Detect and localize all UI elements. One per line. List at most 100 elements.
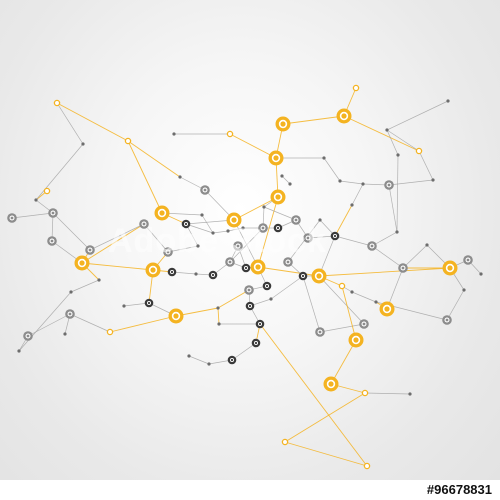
connection-line (233, 196, 279, 221)
accent-node-core (447, 265, 453, 271)
dark-node-core (211, 273, 215, 277)
connection-line (212, 230, 229, 234)
small-accent-node (43, 187, 51, 195)
connection-line (263, 206, 297, 221)
connection-line (52, 212, 91, 251)
small-node (269, 297, 273, 301)
dark-node-core (333, 234, 337, 238)
connection-line (282, 115, 345, 125)
connection-line (217, 289, 250, 309)
connection-line (227, 227, 244, 232)
accent-node-core (384, 306, 390, 312)
accent-node-core (255, 264, 261, 270)
connection-line (343, 115, 420, 152)
accent-node-core (173, 313, 179, 319)
connection-line (70, 279, 100, 293)
connection-line (143, 223, 169, 253)
small-node (17, 349, 21, 353)
small-node (81, 142, 85, 146)
grey-node-core (362, 322, 366, 326)
small-accent-node (361, 389, 369, 397)
connection-line (231, 342, 257, 361)
connection-line (396, 154, 399, 233)
connection-line (127, 140, 163, 214)
small-node (350, 203, 354, 207)
connection-line (319, 323, 365, 333)
grey-node-core (247, 288, 251, 292)
connection-line (330, 339, 357, 385)
small-accent-node (352, 84, 360, 92)
connection-line (281, 175, 291, 185)
small-node (462, 288, 466, 292)
small-node (408, 392, 412, 396)
grey-node-core (50, 239, 54, 243)
connection-line (35, 143, 84, 201)
connection-line (284, 441, 368, 467)
connection-line (446, 289, 465, 321)
small-node (374, 300, 378, 304)
small-node (338, 179, 342, 183)
connection-line (351, 291, 377, 303)
connection-line (229, 133, 277, 159)
small-accent-node (53, 99, 61, 107)
small-node (216, 306, 220, 310)
small-node (396, 153, 400, 157)
connection-line (351, 183, 364, 206)
grey-node-core (228, 260, 232, 264)
dark-node-core (265, 284, 269, 288)
small-node (288, 182, 292, 186)
connection-line (81, 262, 154, 271)
dark-node-core (244, 266, 248, 270)
small-node (200, 213, 204, 217)
connection-line (109, 315, 177, 333)
small-accent-node (338, 282, 346, 290)
small-node (431, 178, 435, 182)
connection-line (89, 223, 145, 251)
small-node (318, 218, 322, 222)
small-node (385, 128, 389, 132)
connection-line (18, 291, 72, 352)
connection-line (284, 392, 366, 443)
connection-line (229, 227, 264, 263)
connection-line (11, 212, 54, 219)
grey-node-core (68, 312, 72, 316)
stock-id-label: #96678831 (426, 482, 492, 497)
small-node (34, 198, 38, 202)
small-node (63, 332, 67, 336)
grey-node-core (203, 188, 207, 192)
connection-line (69, 313, 111, 333)
dark-node-core (276, 226, 280, 230)
small-node (178, 175, 182, 179)
accent-node-core (280, 121, 286, 127)
connection-line (371, 245, 404, 269)
connection-line (257, 196, 279, 268)
small-accent-node (415, 147, 423, 155)
small-node (196, 244, 200, 248)
small-node (217, 322, 221, 326)
connection-line (334, 204, 353, 237)
small-accent-node (363, 462, 371, 470)
connection-line (341, 285, 357, 341)
grey-node-core (370, 244, 374, 248)
connection-line (233, 219, 259, 268)
small-node (69, 290, 73, 294)
small-node (479, 272, 483, 276)
grey-node-core (51, 211, 55, 215)
grey-node-core (286, 260, 290, 264)
connection-line (188, 355, 210, 365)
connection-line (386, 129, 420, 152)
grey-node-core (88, 248, 92, 252)
connection-line (318, 275, 365, 325)
accent-node-core (316, 273, 322, 279)
grey-node-core (10, 216, 14, 220)
connection-line (217, 307, 220, 325)
connection-line (418, 150, 434, 181)
footer-bar: #96678831 (0, 480, 500, 500)
small-node (395, 230, 399, 234)
grey-node-core (236, 244, 240, 248)
connection-line (388, 179, 434, 186)
connection-line (270, 275, 304, 300)
connection-line (81, 223, 145, 264)
small-node (211, 231, 215, 235)
